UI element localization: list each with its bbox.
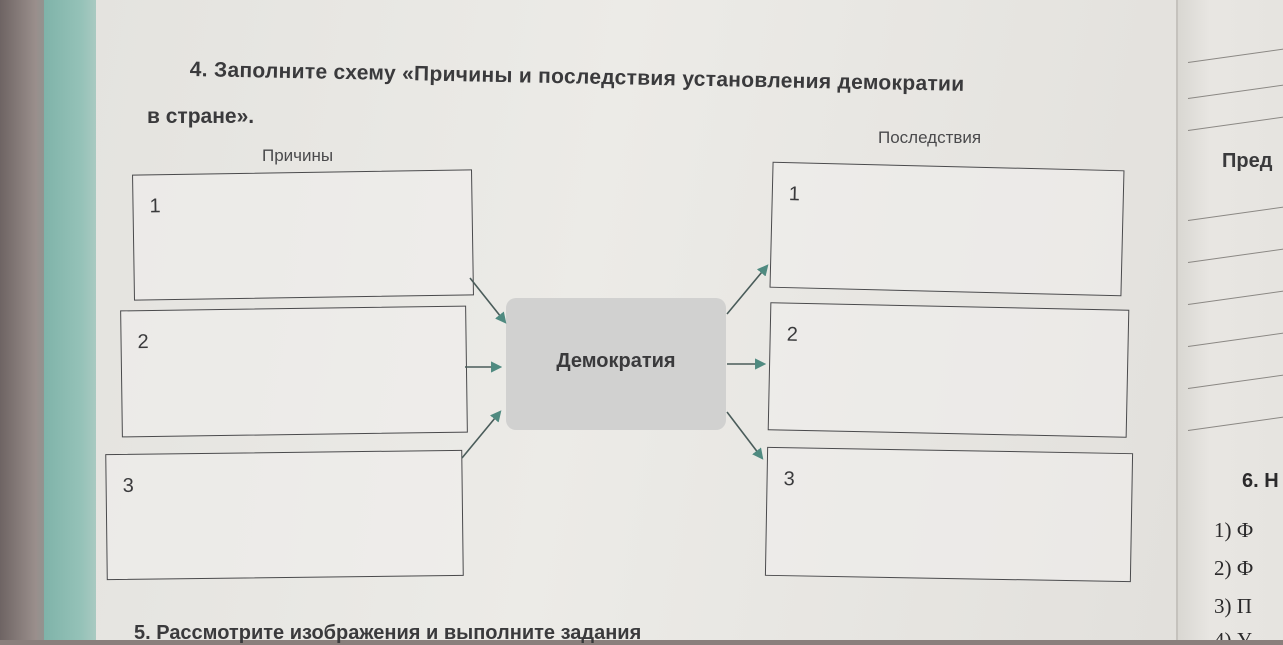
next-task-text: 5. Рассмотрите изображения и выполните з…	[134, 622, 642, 644]
task-6-item-3: 3) П	[1214, 594, 1252, 618]
arrow-consequence-3	[726, 411, 764, 460]
task-6-item-2: 2) Ф	[1214, 556, 1254, 580]
ruled-line	[1187, 372, 1283, 389]
task-heading-continuation: в стране».	[147, 105, 255, 128]
book-spine	[44, 0, 106, 640]
center-label: Демократия	[556, 350, 676, 372]
center-node: Демократия	[506, 298, 726, 430]
ruled-line	[1187, 330, 1283, 347]
arrow-cause-3	[461, 410, 502, 459]
task-6-item-4: 4) У	[1214, 628, 1252, 640]
task-6-heading: 6. Н	[1242, 470, 1279, 492]
arrow-consequence-1	[726, 264, 769, 315]
ruled-line	[1187, 288, 1283, 305]
ruled-line	[1187, 114, 1283, 131]
ruled-line	[1187, 414, 1283, 431]
arrow-cause-1	[469, 277, 507, 324]
ruled-line	[1187, 246, 1283, 263]
right-page: Пред 6. Н 1) Ф 2) Ф 3) П 4) У	[1176, 0, 1283, 640]
ruled-line	[1187, 82, 1283, 99]
ruled-line	[1187, 46, 1283, 63]
ruled-line	[1187, 204, 1283, 221]
right-page-fragment: Пред	[1222, 150, 1273, 172]
task-6-item-1: 1) Ф	[1214, 518, 1254, 542]
consequences-label: Последствия	[878, 128, 982, 147]
causes-label: Причины	[262, 146, 334, 165]
